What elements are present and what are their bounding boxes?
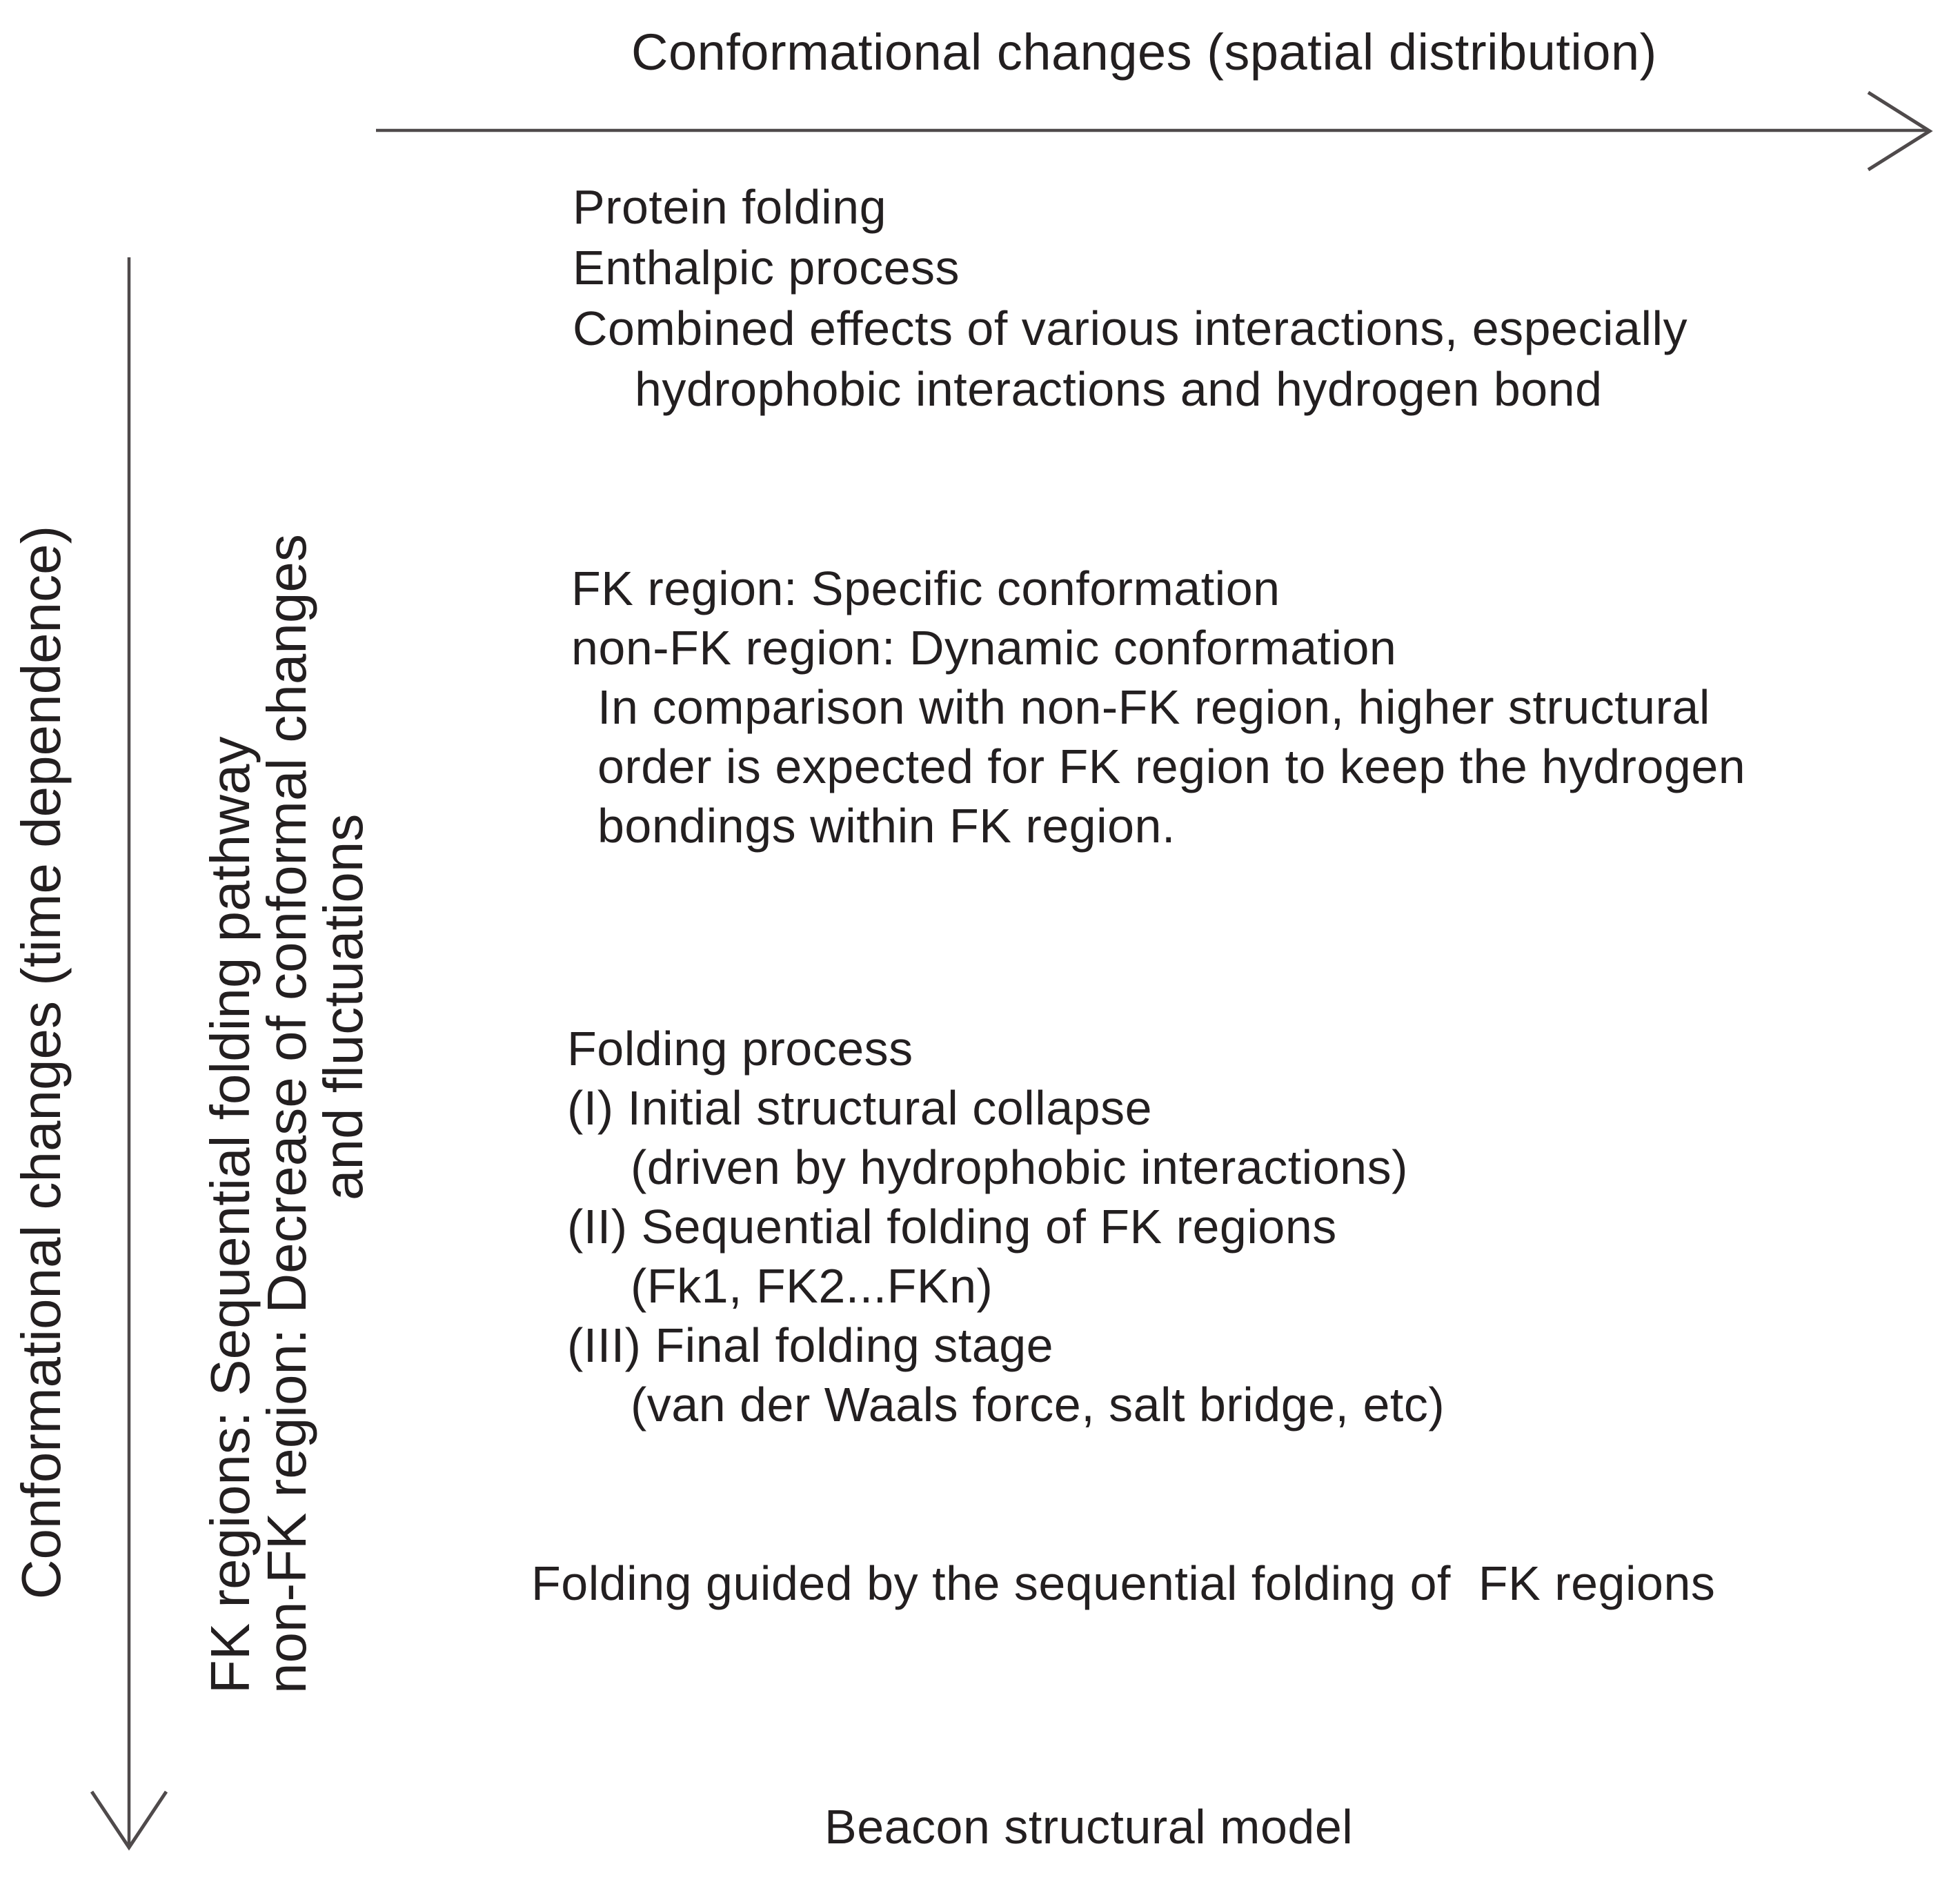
folding-process-line7: (van der Waals force, salt bridge, etc) — [631, 1378, 1445, 1432]
pathway-axis-label-line1: FK regions: Sequential folding pathway — [199, 736, 261, 1694]
spatial-axis-title: Conformational changes (spatial distribu… — [631, 23, 1657, 81]
pathway-axis-label-line2: non-FK region: Decrease of conformal cha… — [256, 534, 317, 1694]
spatial-axis-right-arrow-icon — [376, 90, 1933, 172]
folding-guided-caption: Folding guided by the sequential folding… — [531, 1556, 1716, 1610]
pathway-axis-label-line3: and fluctuations — [313, 813, 374, 1200]
fk-region-line3: In comparison with non-FK region, higher… — [597, 680, 1710, 734]
protein-folding-line4: hydrophobic interactions and hydrogen bo… — [635, 362, 1603, 416]
protein-folding-line1: Protein folding — [573, 180, 887, 234]
folding-process-line2: (I) Initial structural collapse — [567, 1081, 1153, 1135]
fk-region-block: FK region: Specific conformation non-FK … — [571, 559, 1745, 855]
folding-process-line6: (III) Final folding stage — [567, 1318, 1054, 1372]
fk-region-line4: order is expected for FK region to keep … — [597, 740, 1746, 793]
fk-region-line1: FK region: Specific conformation — [571, 562, 1280, 615]
folding-process-line3: (driven by hydrophobic interactions) — [631, 1140, 1408, 1194]
folding-process-line5: (Fk1, FK2...FKn) — [631, 1259, 993, 1313]
beacon-model-caption: Beacon structural model — [824, 1800, 1354, 1854]
folding-process-line1: Folding process — [567, 1022, 913, 1076]
protein-folding-block: Protein folding Enthalpic process Combin… — [573, 177, 1687, 419]
folding-process-line4: (II) Sequential folding of FK regions — [567, 1200, 1337, 1254]
fk-region-line5: bondings within FK region. — [597, 799, 1176, 853]
folding-process-block: Folding process (I) Initial structural c… — [567, 1019, 1445, 1434]
protein-folding-line2: Enthalpic process — [573, 241, 960, 295]
pathway-axis-label: FK regions: Sequential folding pathway n… — [199, 534, 374, 1694]
fk-region-line2: non-FK region: Dynamic conformation — [571, 621, 1397, 675]
time-axis-down-arrow-icon — [90, 257, 168, 1851]
protein-folding-line3: Combined effects of various interactions… — [573, 301, 1688, 355]
time-axis-title: Conformational changes (time dependence) — [10, 525, 72, 1600]
